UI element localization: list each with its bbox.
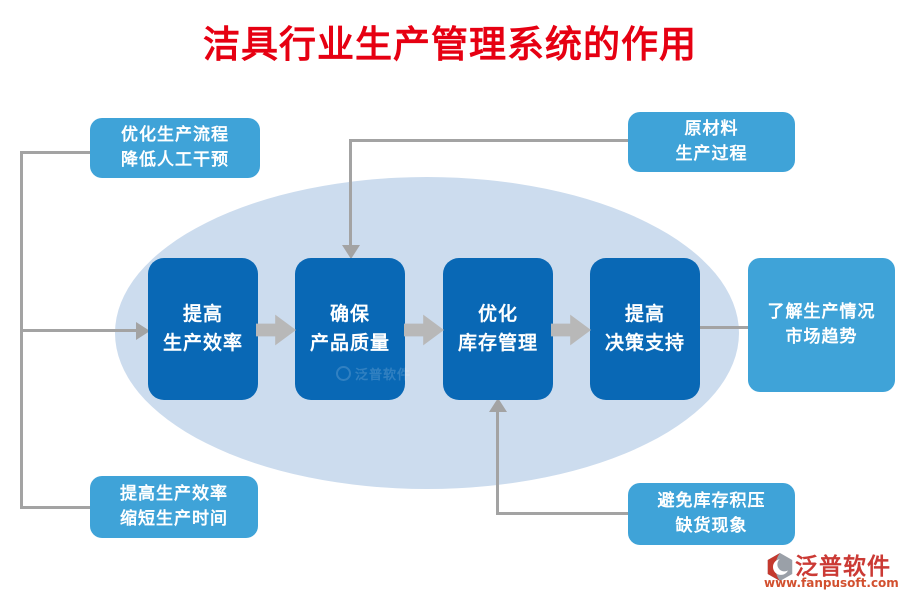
watermark: 泛普软件: [336, 364, 411, 383]
core-step-label-line1: 提高: [624, 302, 665, 325]
arrowhead-down-icon: [342, 245, 360, 259]
note-avoid-overstock: 避免库存积压 缺货现象: [628, 483, 795, 545]
core-step-label-line2: 产品质量: [309, 332, 390, 354]
note-label-line2: 降低人工干预: [121, 150, 229, 170]
core-step-label-line2: 决策支持: [604, 332, 685, 354]
watermark-logo-icon: [336, 366, 351, 381]
core-step-decision-support: 提高 决策支持: [590, 258, 700, 400]
connector-bottomright-horizontal: [496, 512, 628, 515]
fanpu-logo-name: 泛普软件: [795, 554, 891, 580]
core-step-label-line1: 确保: [329, 302, 370, 325]
core-step-label-line2: 生产效率: [162, 332, 243, 354]
core-step-label-line1: 优化: [477, 302, 518, 325]
note-raw-material: 原材料 生产过程: [628, 112, 795, 172]
arrowhead-right-icon: [136, 322, 150, 340]
note-shorten-time: 提高生产效率 缩短生产时间: [90, 476, 258, 538]
fanpu-logo-url: www.fanpusoft.com: [764, 576, 899, 590]
note-label-line1: 了解生产情况: [767, 301, 876, 322]
note-label-line1: 提高生产效率: [120, 483, 228, 504]
note-label-line1: 避免库存积压: [657, 490, 766, 511]
arrowhead-up-icon: [489, 398, 507, 412]
note-label-line2: 生产过程: [675, 144, 748, 164]
note-optimize-process: 优化生产流程 降低人工干预: [90, 118, 260, 178]
note-label-line2: 缺货现象: [675, 516, 748, 536]
connector-topright-horizontal: [349, 139, 628, 142]
note-market-trends: 了解生产情况 市场趋势: [748, 258, 895, 392]
note-label-line1: 原材料: [684, 118, 739, 139]
core-step-optimize-inventory: 优化 库存管理: [443, 258, 553, 400]
note-label-line2: 缩短生产时间: [120, 509, 228, 529]
fanpu-logo-icon: [766, 552, 794, 586]
connector-right-horizontal: [699, 326, 748, 329]
connector-bottomleft-horizontal: [20, 506, 90, 509]
connector-left-middle-horizontal: [20, 329, 138, 332]
core-step-improve-efficiency: 提高 生产效率: [148, 258, 258, 400]
connector-topright-vertical: [349, 139, 352, 246]
note-label-line1: 优化生产流程: [121, 124, 229, 145]
page-title: 洁具行业生产管理系统的作用: [203, 23, 697, 66]
fanpu-logo: 泛普软件 www.fanpusoft.com: [764, 548, 899, 594]
core-step-label-line2: 库存管理: [457, 332, 538, 354]
connector-topleft-horizontal: [20, 151, 90, 154]
connector-bottomright-vertical: [496, 411, 499, 515]
watermark-text: 泛普软件: [355, 368, 412, 383]
note-label-line2: 市场趋势: [785, 327, 858, 347]
core-step-label-line1: 提高: [182, 302, 223, 325]
